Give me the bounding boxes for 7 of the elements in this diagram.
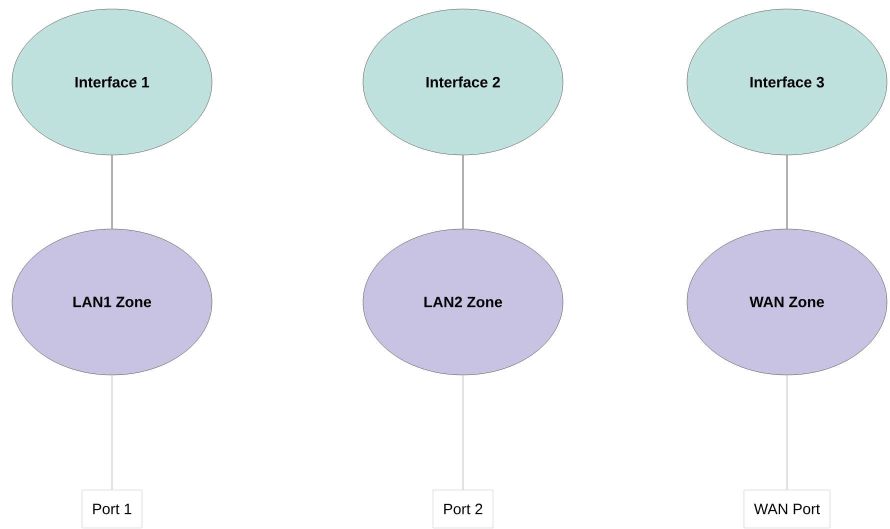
port-box: Port 2	[432, 490, 494, 528]
port-box: Port 1	[82, 490, 142, 528]
connector-line	[786, 154, 788, 230]
connector-line	[462, 154, 464, 230]
connector-line	[462, 374, 464, 490]
connector-line	[786, 374, 788, 490]
port-box: WAN Port	[744, 490, 830, 528]
